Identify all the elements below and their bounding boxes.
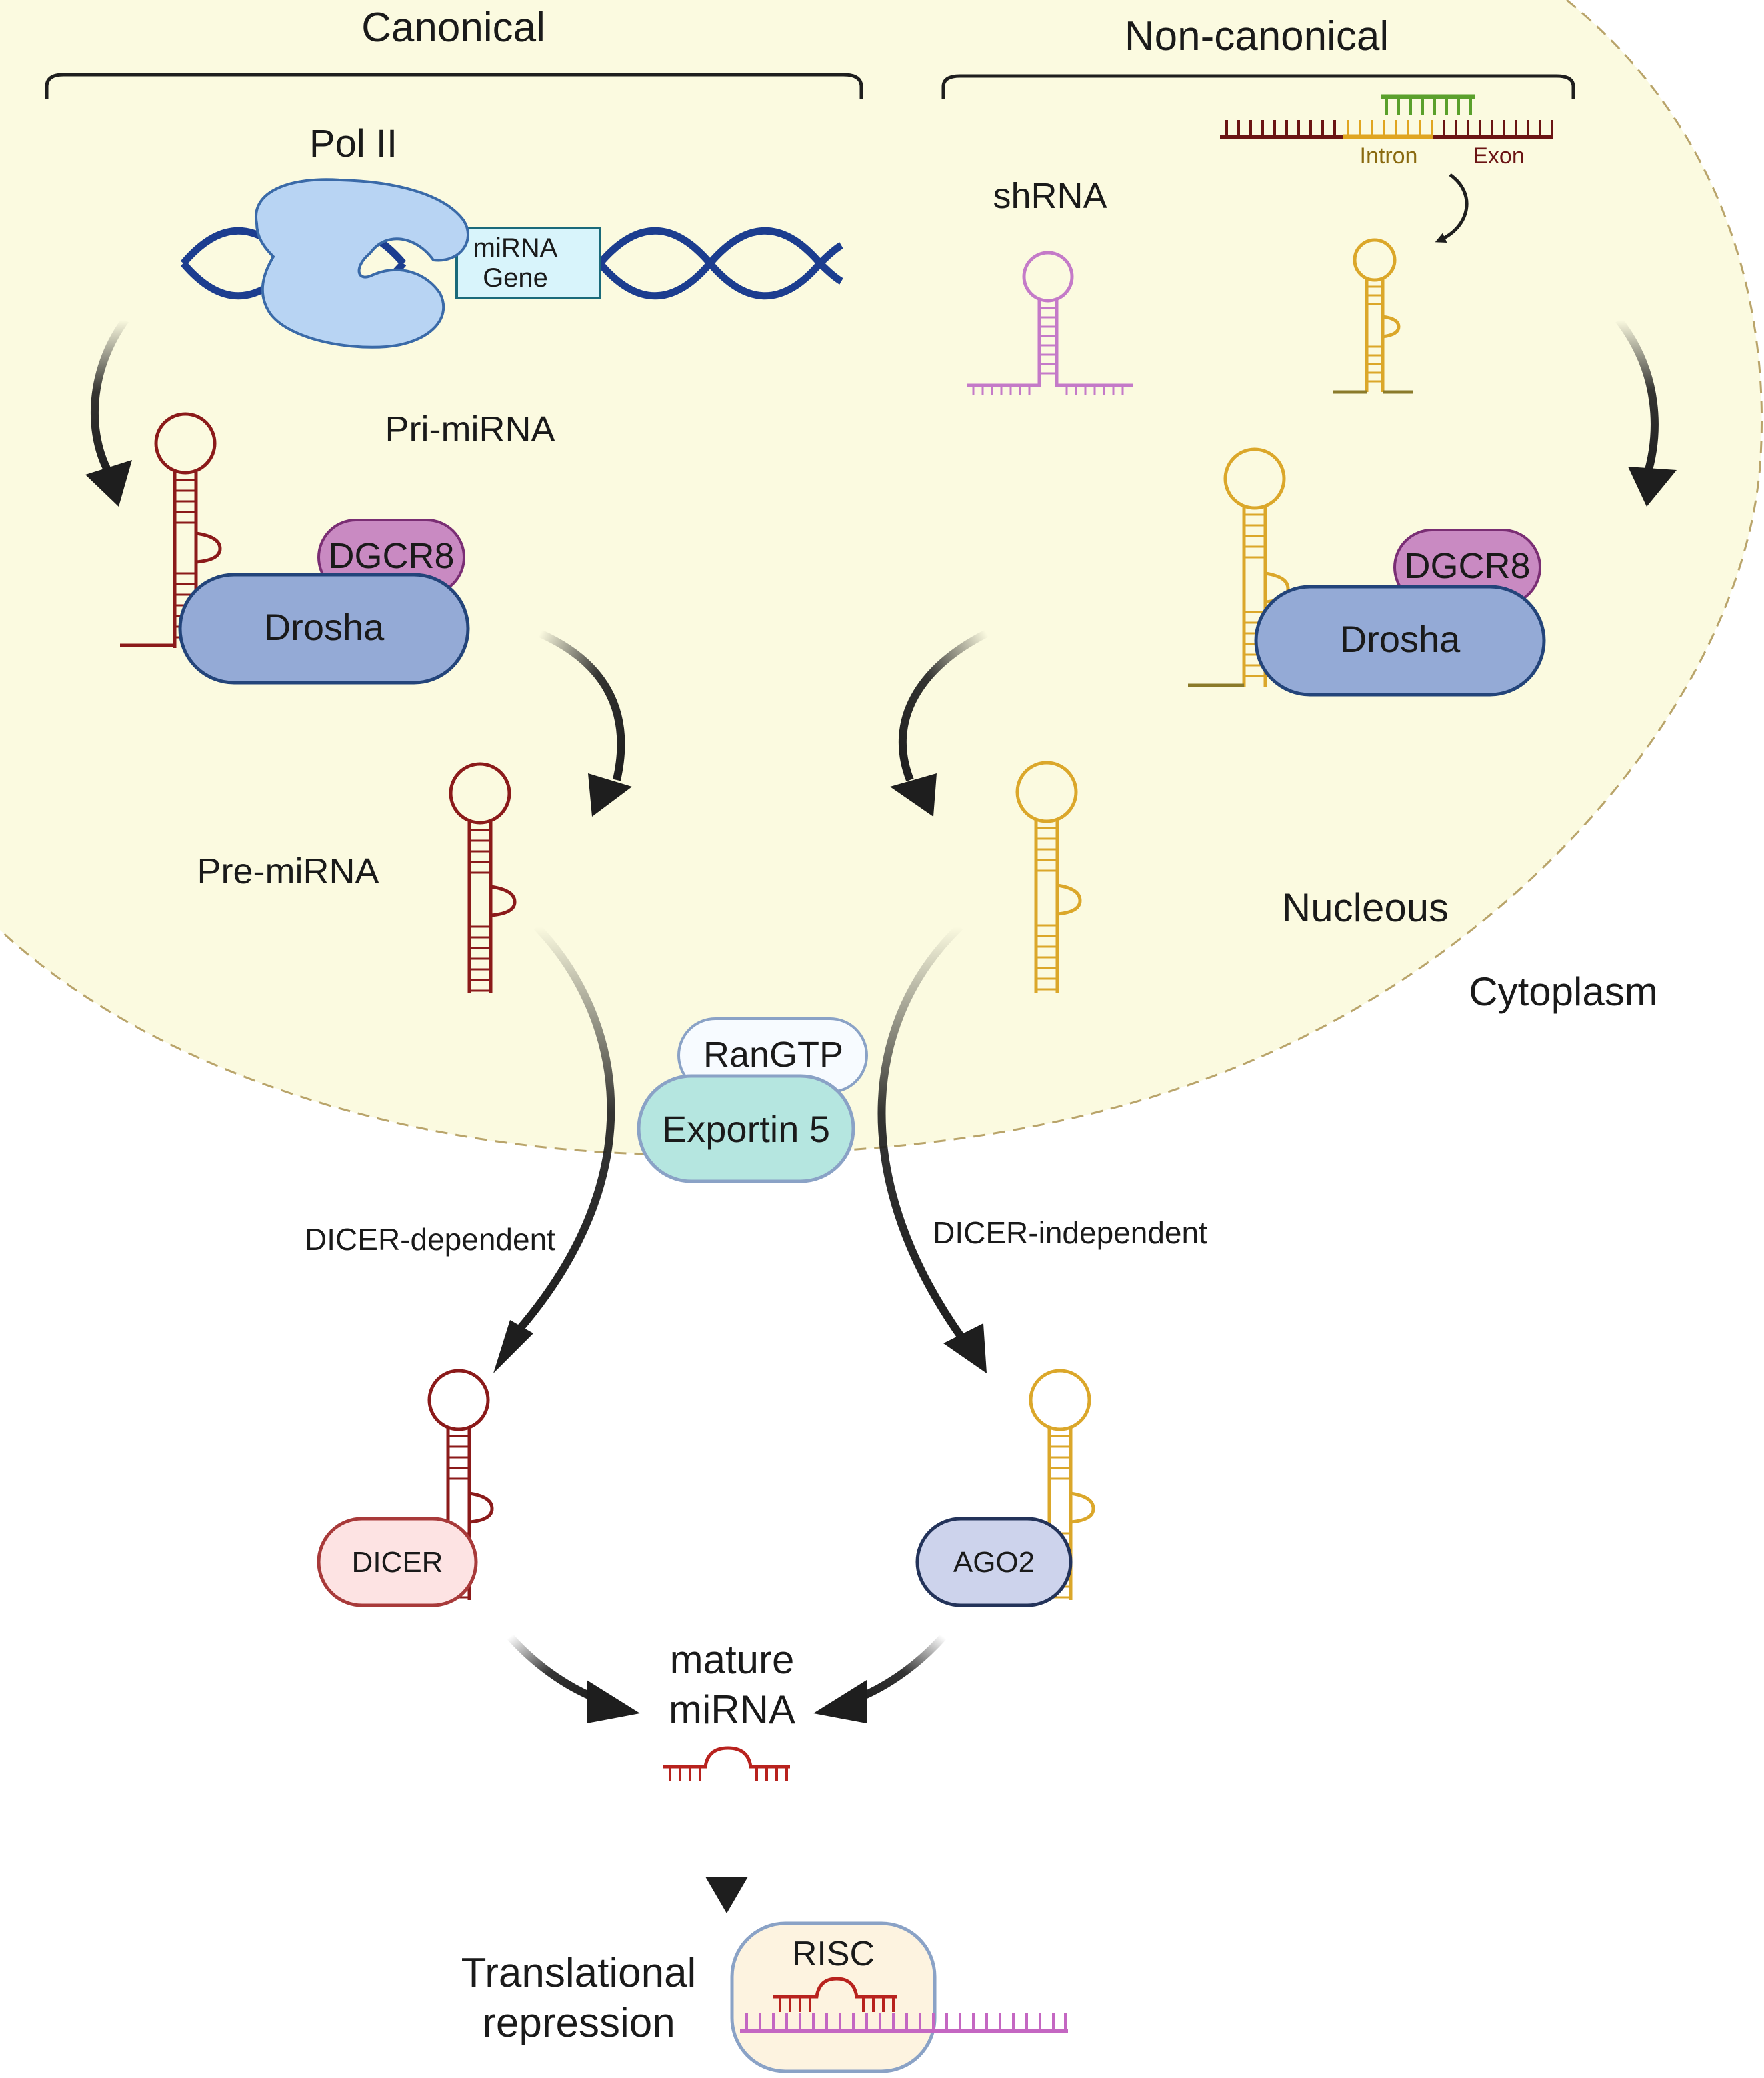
arrow-dicer-independent-head [943, 1323, 987, 1373]
non-canonical-brace [941, 74, 1575, 99]
risc-label: RISC [792, 1935, 875, 1973]
drosha-right-label: Drosha [1340, 618, 1461, 660]
pol2-enzyme [254, 178, 469, 349]
mirna-gene-label-line2: Gene [483, 263, 548, 293]
mirtron-hairpin [1333, 238, 1413, 394]
mature-label-line1: mature [670, 1637, 795, 1682]
arrow-drosha-to-pre-right [898, 629, 989, 782]
arrow-transcription-right-head [1628, 467, 1677, 507]
arrow-transcription-left-head [85, 460, 132, 507]
splicing-arrow [1435, 173, 1469, 243]
dgcr8-left-label: DGCR8 [328, 536, 454, 576]
nuclear-envelope [0, 0, 1763, 1156]
canonical-brace [45, 73, 863, 99]
shrna-hairpin [967, 251, 1133, 395]
arrow-ago2-to-mature [851, 1633, 947, 1704]
exportin5: Exportin 5 [637, 1074, 855, 1183]
drosha-left: Drosha [178, 573, 470, 685]
exportin5-label: Exportin 5 [662, 1108, 830, 1150]
translational-label-line2: repression [482, 2000, 675, 2046]
mature-label-line2: miRNA [669, 1687, 795, 1732]
arrow-dicer-dependent [507, 923, 615, 1343]
risc-complex: RISC [730, 1921, 1068, 2073]
ago2-enzyme: AGO2 [915, 1517, 1073, 1607]
nucleus-label: Nucleous [1282, 885, 1449, 930]
dicer-independent-label: DICER-independent [933, 1215, 1207, 1250]
non-canonical-title: Non-canonical [1125, 13, 1389, 59]
arrow-dicer-independent [877, 923, 967, 1343]
noncanonical-pre-hairpin [1015, 761, 1082, 993]
risc-mirna [773, 1977, 897, 2012]
arrow-drosha-to-pre-left [538, 629, 625, 781]
pri-mirna-label: Pri-miRNA [385, 409, 555, 449]
arrow-transcription-right [1615, 317, 1659, 478]
arrow-transcription-left [90, 317, 129, 483]
pol2-label: Pol II [309, 122, 397, 165]
arrow-dicer-to-mature-head [587, 1680, 640, 1723]
rangtp-label: RanGTP [703, 1035, 843, 1075]
ago2-label: AGO2 [953, 1546, 1035, 1579]
pre-mirna-hairpin [449, 762, 517, 993]
arrow-ago2-to-mature-head [813, 1680, 867, 1723]
cytoplasm-label: Cytoplasm [1469, 969, 1657, 1014]
nucleus-region [0, 0, 1762, 1155]
dicer-enzyme: DICER [317, 1517, 478, 1607]
arrow-dicer-dependent-head [493, 1320, 533, 1373]
arrow-mature-to-risc-head [705, 1877, 748, 1913]
arrow-drosha-to-pre-right-head [890, 773, 937, 817]
drosha-right: Drosha [1254, 585, 1546, 697]
intron-label: Intron [1360, 143, 1418, 169]
drosha-left-label: Drosha [264, 606, 385, 648]
target-mrna [740, 2013, 1068, 2033]
arrow-dicer-to-mature [507, 1633, 602, 1704]
arrow-drosha-to-pre-left-head [588, 773, 632, 817]
mirna-gene-label-line1: miRNA [473, 233, 558, 263]
gene-strand [1220, 94, 1553, 139]
shrna-label: shRNA [993, 176, 1107, 216]
canonical-title: Canonical [361, 5, 545, 51]
dicer-label: DICER [352, 1546, 443, 1579]
dicer-dependent-label: DICER-dependent [305, 1222, 555, 1257]
pre-mirna-label: Pre-miRNA [197, 851, 379, 891]
rangtp: RanGTP [677, 1017, 868, 1093]
exon-label: Exon [1473, 143, 1525, 169]
mature-mirna-duplex [663, 1746, 790, 1781]
translational-label-line1: Translational [461, 1950, 697, 1996]
mirna-gene-box: miRNA Gene [455, 227, 601, 299]
dgcr8-right-label: DGCR8 [1404, 546, 1530, 586]
